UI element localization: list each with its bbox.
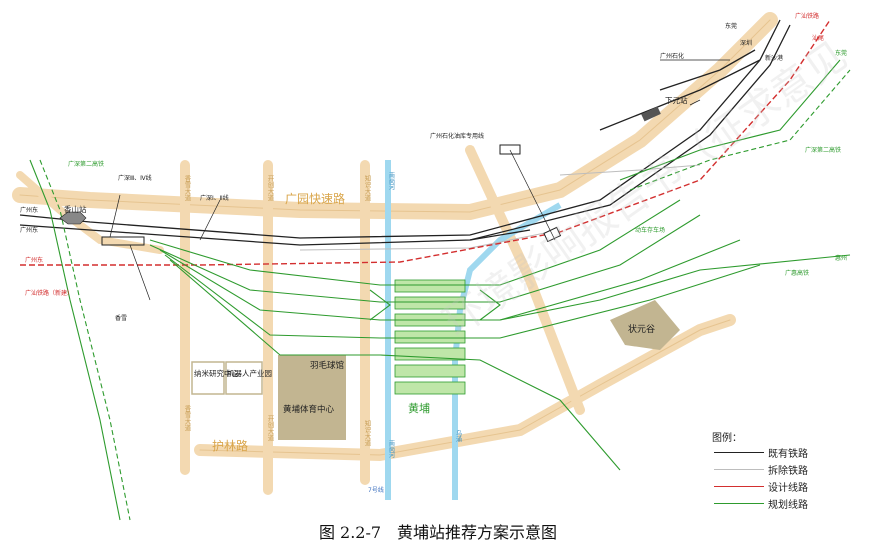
- legend-item-demolished: 拆除铁路: [712, 462, 822, 477]
- vertical-road-2-label: 开创大道: [266, 175, 274, 203]
- station-symbols: [59, 106, 661, 246]
- guangyuan-road-label: 广园快速路: [285, 191, 345, 206]
- huizhou-label: 惠州: [835, 254, 847, 262]
- xiangshan-station-label: 香山站: [64, 204, 87, 214]
- vertical-road-2-label-lower: 开创大道: [266, 415, 274, 443]
- road-network: [12, 12, 778, 495]
- petrochem-box: [499, 144, 521, 155]
- guangshen-3-4-label: 广深Ⅲ、Ⅳ线: [118, 174, 152, 182]
- diagonal-road: [465, 145, 585, 415]
- guangzhou-east-red-label: 广州东: [25, 256, 43, 264]
- legend-item-designed: 设计线路: [712, 479, 822, 494]
- hulin-road-label: 护林路: [212, 438, 248, 453]
- dongguan-label: 东莞: [725, 22, 737, 30]
- nano-center-label: 纳米研究中心: [194, 368, 239, 378]
- crossing-box: [101, 236, 145, 246]
- xiangshan-station-symbol: [59, 211, 87, 225]
- huangpu-station-platforms: [394, 279, 466, 395]
- guangzhou-east-1-label: 广州东: [20, 206, 38, 214]
- leader-lines: [109, 59, 730, 301]
- nangang-river-label-lower: 南岗河: [388, 439, 395, 458]
- guangshen-2nd-left-label: 广深第二高铁: [68, 160, 104, 168]
- robot-block: [225, 361, 263, 395]
- huangpu-label: 黄埔: [408, 401, 430, 415]
- robot-park-label: 机器人产业园: [227, 368, 272, 378]
- legend-swatch-demolished: [714, 469, 764, 470]
- nangang-river-label: 南岗河: [388, 171, 395, 190]
- vertical-road-3-label: 知识大道: [363, 174, 371, 203]
- xiayuan-station-label: 下元站: [665, 95, 688, 105]
- legend-item-planned: 规划线路: [712, 496, 822, 511]
- legend-swatch-existing: [714, 452, 764, 453]
- shantou-label: 汕尾: [812, 34, 824, 42]
- demolished-railways: [299, 164, 701, 251]
- legend-label-demolished: 拆除铁路: [768, 466, 808, 477]
- existing-railways: [19, 19, 791, 246]
- zhuangyuangu-label: 状元谷: [628, 323, 655, 335]
- legend-swatch-planned: [714, 503, 764, 504]
- guangshan-top-label: 广汕铁路: [795, 12, 819, 20]
- metro7-label: 7号线: [368, 486, 384, 494]
- vertical-road-3-label-lower: 知识大道: [363, 419, 371, 448]
- legend: 图例： 既有铁路 拆除铁路 设计线路 规划线路: [712, 429, 822, 515]
- legend-label-existing: 既有铁路: [768, 449, 808, 460]
- guangyuan-expressway-edge: [19, 19, 771, 213]
- legend-label-designed: 设计线路: [768, 483, 808, 494]
- sports-center-block: [278, 355, 346, 440]
- hulin-road-edge: [199, 319, 731, 456]
- vertical-road-1-label-lower: 香雪大道: [183, 404, 191, 433]
- xinsha-label: 新沙港: [765, 54, 783, 62]
- guangyuan-expressway: [12, 12, 778, 221]
- guangshan-label: 广汕铁路（新建）: [25, 289, 73, 297]
- guangshen-2nd-right-label: 广深第二高铁: [805, 146, 841, 154]
- zhuangyuangu-block: [610, 300, 680, 350]
- figure-caption: 图 2.2-7 黄埔站推荐方案示意图: [318, 523, 558, 542]
- guangzhou-east-2-label: 广州东: [20, 226, 38, 234]
- legend-title: 图例：: [712, 433, 742, 444]
- wuchong-river-label: 乌涌: [455, 429, 462, 442]
- planned-railways: [29, 59, 851, 521]
- vertical-road-1-label: 香雪大道: [183, 174, 191, 203]
- designed-railway: [20, 19, 831, 266]
- guangshen-1-2-label: 广深Ⅰ、Ⅱ线: [200, 194, 229, 202]
- yumaoqiu-label: 羽毛球馆: [310, 360, 344, 371]
- petrochem-line-label: 广州石化油库专用线: [430, 132, 484, 140]
- petrochem-label: 广州石化: [660, 52, 684, 60]
- nano-block: [191, 361, 225, 395]
- land-blocks: [191, 300, 680, 440]
- shenzhen-label: 深圳: [740, 39, 752, 47]
- yard-label: 动车存车场: [635, 226, 665, 234]
- legend-item-existing: 既有铁路: [712, 445, 822, 460]
- dongguan-right-label: 东莞: [835, 49, 847, 57]
- sports-center-label: 黄埔体育中心: [283, 404, 335, 415]
- xiayuan-box: [641, 106, 661, 122]
- guanghui-label: 广惠高铁: [785, 269, 809, 277]
- legend-label-planned: 规划线路: [768, 500, 808, 511]
- legend-swatch-designed: [714, 486, 764, 487]
- xiangxue-label: 香雪: [115, 314, 127, 322]
